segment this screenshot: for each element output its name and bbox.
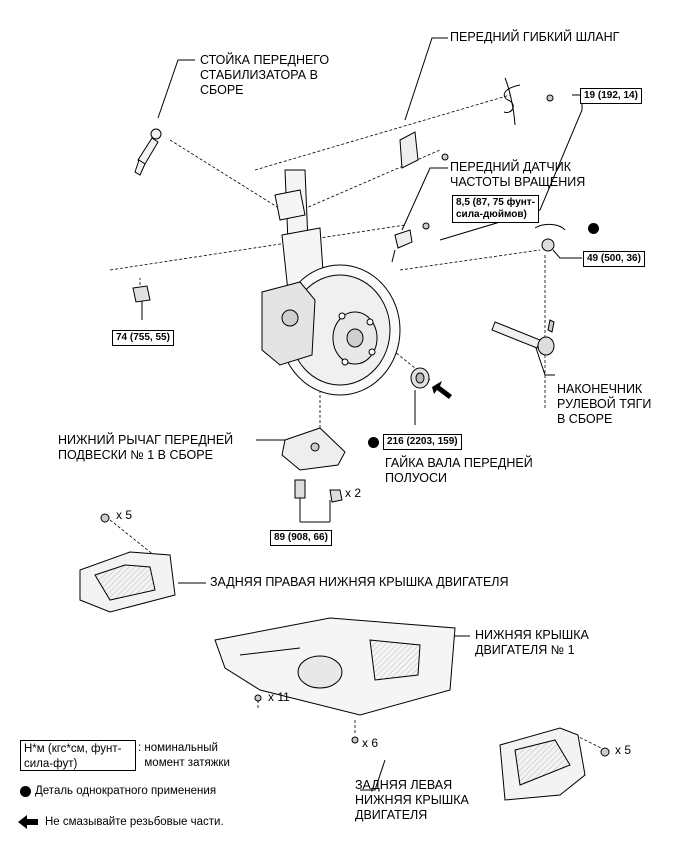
legend-non-reusable-dot-icon <box>20 786 31 797</box>
legend-no-lube-arrow-icon <box>18 815 38 829</box>
qty-under-cover-clips: x 6 <box>362 736 379 750</box>
label-tie-rod-end: НАКОНЕЧНИК РУЛЕВОЙ ТЯГИ В СБОРЕ <box>557 382 652 426</box>
rear-left-cover-part <box>499 727 610 801</box>
torque-8-5: 8,5 (87, 75 фунт- сила-дюймов) <box>452 195 540 223</box>
rear-right-cover-part <box>79 513 176 613</box>
label-engine-under-cover: НИЖНЯЯ КРЫШКА ДВИГАТЕЛЯ № 1 <box>475 628 589 657</box>
legend-no-lube: Не смазывайте резьбовые части. <box>45 816 224 828</box>
torque-19: 19 (192, 14) <box>580 88 642 104</box>
label-speed-sensor: ПЕРЕДНИЙ ДАТЧИК ЧАСТОТЫ ВРАЩЕНИЯ <box>450 160 586 189</box>
no-lube-arrow-icon <box>432 381 452 399</box>
label-rear-left-cover: ЗАДНЯЯ ЛЕВАЯ НИЖНЯЯ КРЫШКА ДВИГАТЕЛЯ <box>355 778 469 822</box>
engine-under-cover-part <box>214 617 456 744</box>
label-axle-nut: ГАЙКА ВАЛА ПЕРЕДНЕЙ ПОЛУОСИ <box>385 456 533 485</box>
qty-rear-right-bolts: x 5 <box>116 508 133 522</box>
caliper-part <box>261 281 316 366</box>
tie-rod-nut-part <box>534 223 566 252</box>
stabilizer-nut-part <box>132 285 151 303</box>
speed-sensor-part <box>391 222 430 263</box>
legend-non-reusable: Деталь однократного применения <box>35 785 217 797</box>
label-rear-right-cover: ЗАДНЯЯ ПРАВАЯ НИЖНЯЯ КРЫШКА ДВИГАТЕЛЯ <box>210 575 509 589</box>
flex-hose-part <box>399 77 554 169</box>
axle-nut-part <box>410 367 430 389</box>
label-stabilizer-link: СТОЙКА ПЕРЕДНЕГО СТАБИЛИЗАТОРА В СБОРЕ <box>200 53 330 97</box>
qty-under-cover-bolts: x 11 <box>268 690 290 704</box>
torque-49: 49 (500, 36) <box>583 251 645 267</box>
label-front-flex-hose: ПЕРЕДНИЙ ГИБКИЙ ШЛАНГ <box>450 30 620 44</box>
torque-89: 89 (908, 66) <box>270 530 332 546</box>
lower-arm-part <box>281 427 346 471</box>
qty-rear-left-bolts: x 5 <box>615 743 632 757</box>
lower-arm-bolts <box>294 479 343 503</box>
legend-unit-box: Н*м (кгс*см, фунт- сила-фут) <box>20 740 136 771</box>
non-reusable-dot-icon <box>588 223 599 234</box>
legend-unit-desc: : номинальный момент затяжки <box>138 742 230 769</box>
stabilizer-link-part <box>134 128 162 176</box>
qty-lower-arm-nuts: x 2 <box>345 486 362 500</box>
assembly-lines <box>109 94 606 751</box>
tie-rod-end-part <box>491 319 555 356</box>
torque-216: 216 (2203, 159) <box>383 434 462 450</box>
torque-74: 74 (755, 55) <box>112 330 174 346</box>
label-lower-arm: НИЖНИЙ РЫЧАГ ПЕРЕДНЕЙ ПОДВЕСКИ № 1 В СБО… <box>58 433 234 462</box>
non-reusable-dot-icon <box>368 437 379 448</box>
